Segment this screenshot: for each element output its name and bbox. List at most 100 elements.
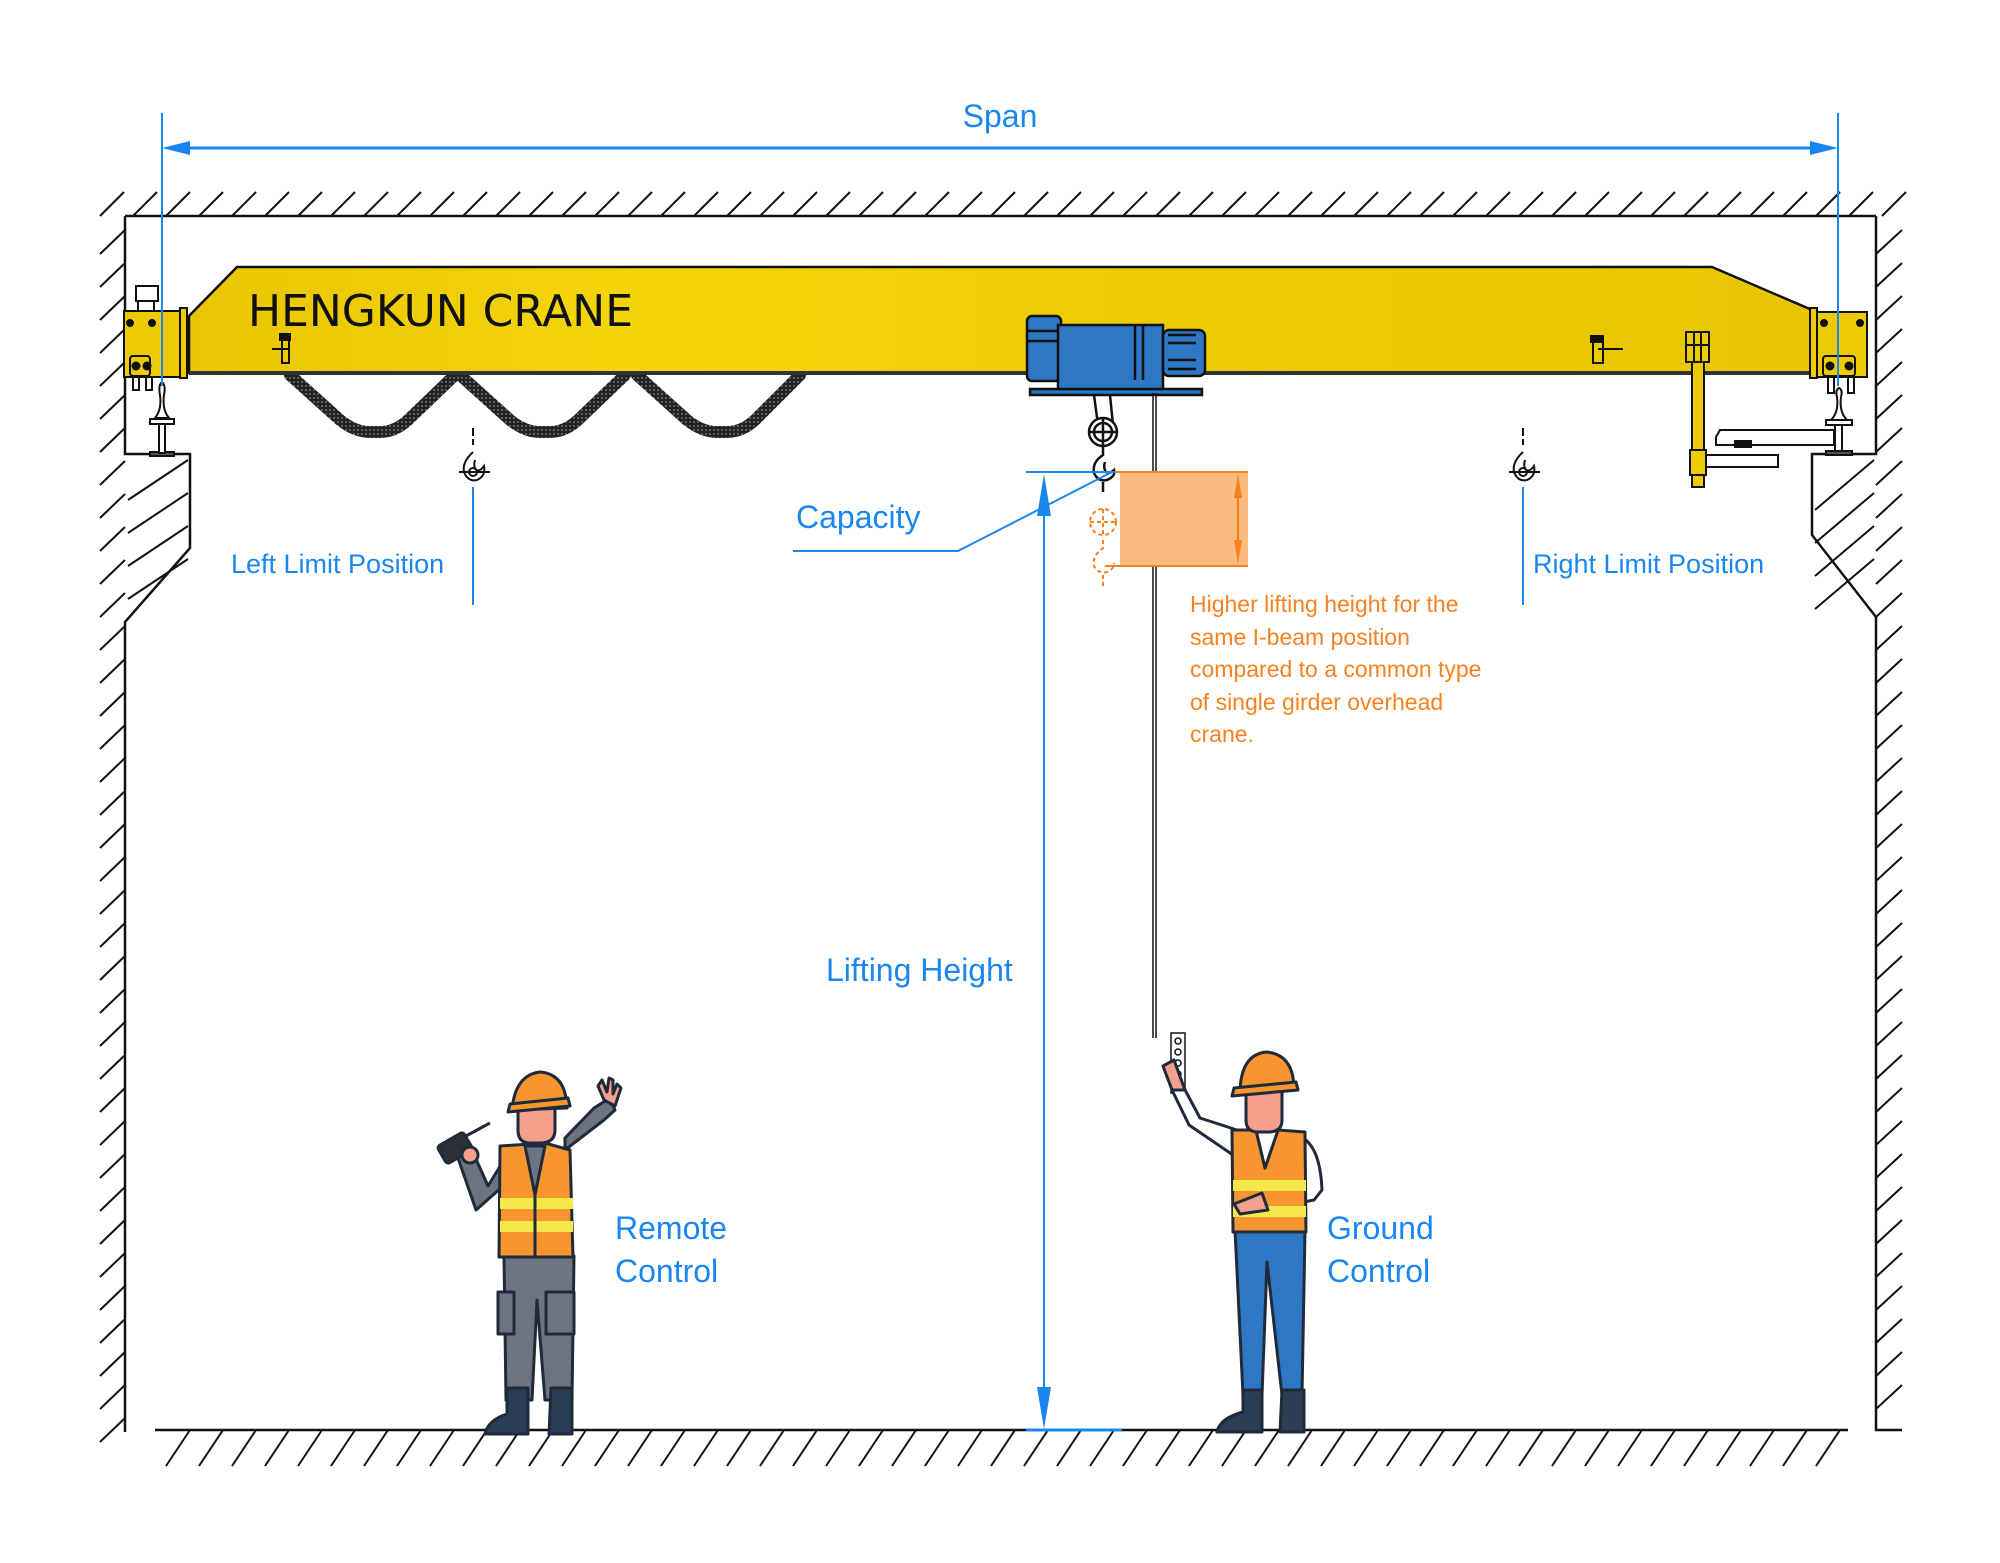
hatch-line xyxy=(1320,191,1346,217)
hatch-line xyxy=(462,191,488,217)
hatch-line xyxy=(693,191,719,217)
hatch-line xyxy=(1875,988,1903,1014)
hatch-line xyxy=(1875,394,1903,420)
hatch-line xyxy=(1814,459,1875,511)
hatch-line xyxy=(825,1429,851,1467)
hatch-line xyxy=(198,1429,224,1467)
hatch-line xyxy=(99,889,126,915)
hatch-line xyxy=(127,525,189,567)
hatch-line xyxy=(1287,1429,1313,1467)
hatch-line xyxy=(1875,1186,1903,1212)
hatch-line xyxy=(1452,191,1478,217)
hatch-line xyxy=(99,1087,126,1113)
hatch-line xyxy=(1155,1429,1181,1467)
hatch-line xyxy=(99,1120,126,1146)
right-limit-label: Right Limit Position xyxy=(1533,549,1764,579)
note-line: same I-beam position xyxy=(1190,624,1410,650)
hatch-line xyxy=(1875,889,1903,915)
hatch-line xyxy=(1875,460,1903,486)
hatch-line xyxy=(99,988,126,1014)
hatch-line xyxy=(1287,191,1313,217)
hatch-line xyxy=(561,191,587,217)
hatch-line xyxy=(99,191,125,217)
left-rail xyxy=(149,380,175,457)
hatch-line xyxy=(1617,191,1643,217)
hatch-line xyxy=(99,1021,126,1047)
hatch-line xyxy=(924,1429,950,1467)
hatch-line xyxy=(99,493,126,519)
hatch-line xyxy=(495,1429,521,1467)
hatch-line xyxy=(990,1429,1016,1467)
hatch-line xyxy=(99,757,126,783)
hatch-line xyxy=(99,922,126,948)
hatch-line xyxy=(1875,856,1903,882)
hatch-line xyxy=(1815,191,1841,217)
hatch-line xyxy=(264,191,290,217)
hatch-line xyxy=(1617,1429,1643,1467)
hatch-line xyxy=(165,191,191,217)
hatch-line xyxy=(1875,1252,1903,1278)
hatch-line xyxy=(1056,191,1082,217)
hatch-line xyxy=(1650,1429,1676,1467)
hatch-line xyxy=(1221,1429,1247,1467)
hatch-line xyxy=(99,1318,126,1344)
hatch-line xyxy=(1875,1120,1903,1146)
hatch-line xyxy=(528,1429,554,1467)
hatch-line xyxy=(1782,191,1808,217)
hatch-line xyxy=(99,295,126,321)
capacity-label: Capacity xyxy=(796,499,921,535)
hatch-line xyxy=(1518,1429,1544,1467)
left-end-carriage xyxy=(123,285,188,391)
hatch-line xyxy=(627,191,653,217)
hatch-line xyxy=(1254,191,1280,217)
hatch-line xyxy=(1814,492,1875,544)
hatch-line xyxy=(1815,1429,1841,1467)
hatch-line xyxy=(1814,525,1875,577)
hatch-line xyxy=(957,191,983,217)
hatch-line xyxy=(1353,1429,1379,1467)
hatch-line xyxy=(1683,191,1709,217)
hatch-line xyxy=(1749,191,1775,217)
hatch-line xyxy=(198,191,224,217)
right-rail xyxy=(1715,386,1853,456)
hatch-line xyxy=(99,526,126,552)
hatch-line xyxy=(1875,1021,1903,1047)
hatch-line xyxy=(127,459,189,501)
hatch-line xyxy=(1875,295,1903,321)
hatch-line xyxy=(132,191,158,217)
hatch-line xyxy=(1875,625,1903,651)
hatch-line xyxy=(363,191,389,217)
hatch-line xyxy=(1254,1429,1280,1467)
hatch-line xyxy=(1875,757,1903,783)
hatch-line xyxy=(99,790,126,816)
hatch-line xyxy=(127,492,189,534)
hatch-line xyxy=(99,394,126,420)
hatch-line xyxy=(1875,823,1903,849)
hatch-line xyxy=(1875,493,1903,519)
lifting-note: Higher lifting height for the same I-bea… xyxy=(1190,591,1481,747)
hatch-line xyxy=(495,191,521,217)
hatch-line xyxy=(1875,229,1903,255)
hatch-line xyxy=(1122,1429,1148,1467)
hatch-line xyxy=(99,592,126,618)
hatch-line xyxy=(1875,592,1903,618)
hatch-line xyxy=(1881,191,1907,217)
hatch-line xyxy=(1221,191,1247,217)
hatch-line xyxy=(1875,724,1903,750)
girder: HENGKUN CRANE xyxy=(187,265,1814,488)
hatch-line xyxy=(693,1429,719,1467)
hatch-line xyxy=(1584,191,1610,217)
hatch-line xyxy=(594,191,620,217)
hatch-line xyxy=(1353,191,1379,217)
hatch-line xyxy=(363,1429,389,1467)
hatch-line xyxy=(825,191,851,217)
hatch-line xyxy=(1122,191,1148,217)
hatch-line xyxy=(1089,191,1115,217)
hatch-line xyxy=(1875,1153,1903,1179)
hatch-line xyxy=(990,191,1016,217)
hatch-line xyxy=(660,1429,686,1467)
note-line: crane. xyxy=(1190,721,1254,747)
building-structure xyxy=(99,191,1907,1467)
hatch-line xyxy=(1419,191,1445,217)
